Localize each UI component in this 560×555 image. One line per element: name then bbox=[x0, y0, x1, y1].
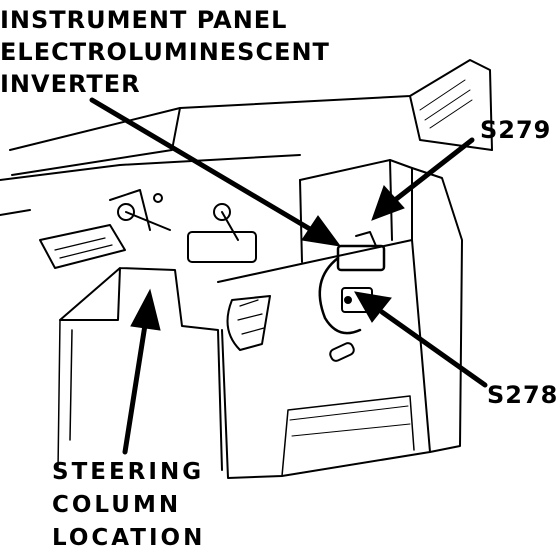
steering-label-line-2: COLUMN bbox=[52, 492, 182, 518]
inverter-module bbox=[336, 244, 386, 272]
left-support-rail bbox=[0, 154, 301, 216]
dash-back-edge bbox=[11, 107, 181, 176]
housing-top bbox=[299, 159, 413, 181]
s278-arrow-line bbox=[379, 309, 488, 388]
column-opening-left bbox=[57, 319, 73, 471]
dash-rear-panel bbox=[409, 95, 493, 151]
center-bracket bbox=[187, 231, 257, 263]
pivot-center bbox=[213, 203, 231, 221]
pivot-left bbox=[117, 203, 135, 221]
housing-side bbox=[411, 167, 463, 453]
left-shelf bbox=[39, 224, 126, 269]
inverter-harness bbox=[318, 256, 362, 335]
cowl-hatch bbox=[419, 79, 473, 129]
steering-column-label: STEERING COLUMN LOCATION bbox=[52, 456, 205, 555]
dash-top-outline bbox=[9, 59, 493, 151]
housing-floor-detail bbox=[281, 395, 415, 477]
s279-arrow-head bbox=[371, 185, 405, 221]
s279-arrow-line bbox=[392, 137, 475, 203]
steering-arrow-head bbox=[130, 288, 161, 331]
s279-label: S279 bbox=[480, 116, 552, 144]
cylinder-part bbox=[329, 342, 355, 362]
s278-label: S278 bbox=[487, 381, 559, 409]
inverter-label-line-3: INVERTER bbox=[0, 70, 141, 98]
pivot-small bbox=[153, 193, 163, 203]
steering-arrow-line bbox=[122, 322, 148, 455]
housing-mechanism-detail bbox=[237, 299, 265, 335]
inverter-label-line-2: ELECTROLUMINESCENT bbox=[0, 38, 330, 66]
s278-arrow-head bbox=[354, 291, 392, 323]
housing-mechanism bbox=[226, 295, 271, 351]
inverter-arrow-head bbox=[301, 215, 342, 247]
column-opening bbox=[59, 267, 223, 471]
inverter-arrow-line bbox=[89, 97, 318, 235]
housing-ribs bbox=[289, 405, 411, 437]
steering-label-line-3: LOCATION bbox=[52, 525, 206, 551]
left-shelf-detail bbox=[54, 237, 113, 259]
inverter-label-line-1: INSTRUMENT PANEL bbox=[0, 6, 288, 34]
steering-label-line-1: STEERING bbox=[52, 459, 205, 485]
inverter-label: INSTRUMENT PANEL ELECTROLUMINESCENT INVE… bbox=[0, 4, 330, 100]
connector-s278-pin bbox=[344, 296, 352, 304]
link-arms bbox=[109, 189, 239, 241]
inverter-clip bbox=[355, 231, 377, 247]
